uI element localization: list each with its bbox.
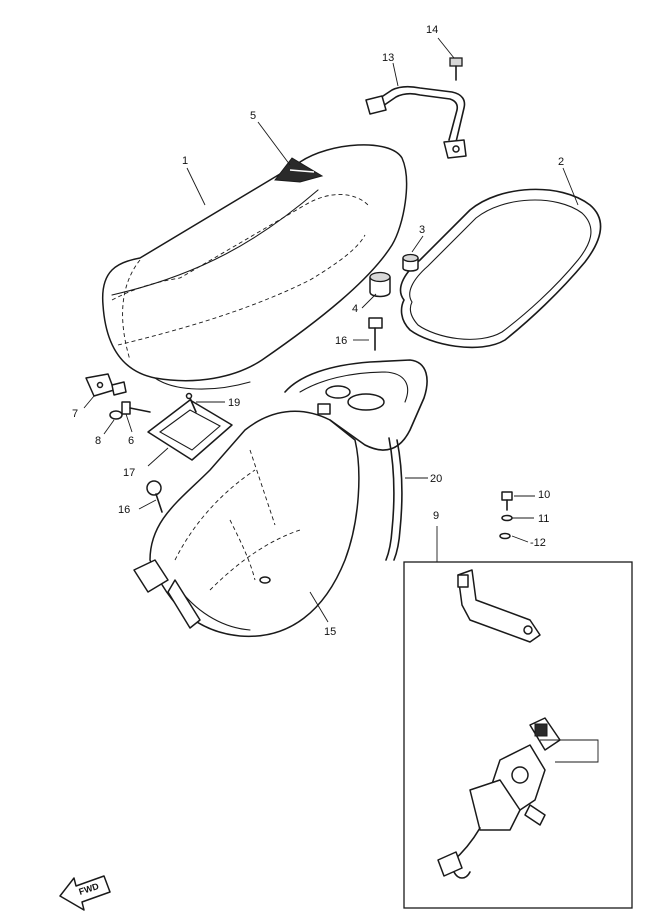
callout-6: 6 bbox=[128, 435, 134, 447]
callout-5: 5 bbox=[250, 110, 256, 122]
callout-10: 10 bbox=[538, 489, 550, 501]
bolt-14 bbox=[449, 57, 463, 81]
bolt-16-upper bbox=[368, 317, 383, 351]
bolt-10 bbox=[501, 491, 513, 511]
callout-9: 9 bbox=[433, 510, 439, 522]
callout-1: 1 bbox=[182, 155, 188, 167]
callout-17: 17 bbox=[123, 467, 135, 479]
seat-hinge bbox=[85, 373, 127, 397]
grab-bar bbox=[365, 85, 467, 159]
seat bbox=[102, 144, 408, 390]
fwd-direction-arrow: FWD bbox=[59, 875, 111, 911]
callout-16-lower: 16 bbox=[118, 504, 130, 516]
leader-lines bbox=[83, 37, 579, 623]
callout-13: 13 bbox=[382, 52, 394, 64]
storage-box bbox=[133, 359, 428, 638]
seat-seal bbox=[399, 188, 602, 349]
drain-hose bbox=[385, 437, 403, 561]
callout-4: 4 bbox=[352, 303, 358, 315]
bolt-6 bbox=[121, 401, 151, 415]
washer-11 bbox=[501, 514, 513, 522]
damper-3 bbox=[402, 253, 419, 272]
callout-19: 19 bbox=[228, 397, 240, 409]
callout-labels: 1 5 2 3 4 13 14 16 19 7 6 8 17 16 20 10 … bbox=[72, 24, 564, 638]
callout-2: 2 bbox=[558, 156, 564, 168]
callout-12: -12 bbox=[530, 537, 546, 549]
storage-lid bbox=[147, 399, 233, 461]
bolt-16-lower bbox=[146, 480, 163, 513]
callout-15: 15 bbox=[324, 626, 336, 638]
callout-3: 3 bbox=[419, 224, 425, 236]
callout-14: 14 bbox=[426, 24, 438, 36]
callout-16-upper: 16 bbox=[335, 335, 347, 347]
callout-leaders-small bbox=[511, 495, 535, 543]
callout-8: 8 bbox=[95, 435, 101, 447]
seat-lock-assembly bbox=[403, 561, 633, 909]
screw-19 bbox=[185, 392, 197, 413]
callout-7: 7 bbox=[72, 408, 78, 420]
callout-11: 11 bbox=[538, 513, 549, 525]
nut-8 bbox=[109, 410, 123, 420]
callout-20: 20 bbox=[430, 473, 442, 485]
washer-12 bbox=[499, 532, 511, 540]
damper-4 bbox=[369, 271, 391, 298]
